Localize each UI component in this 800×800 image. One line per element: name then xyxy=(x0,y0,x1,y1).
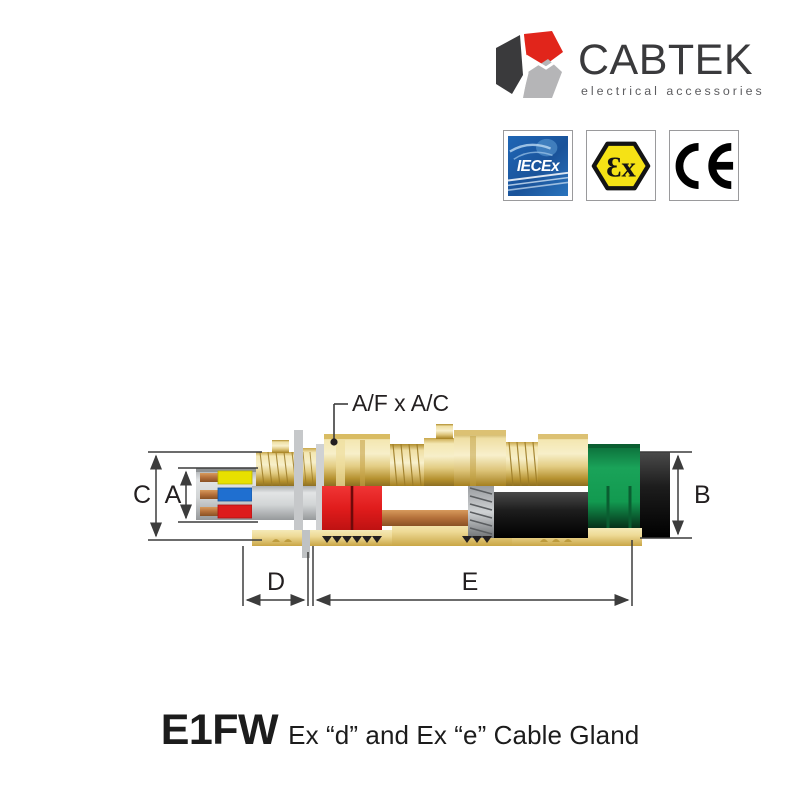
outlet-nut xyxy=(538,434,588,486)
dimension-C xyxy=(148,451,262,541)
ce-mark-icon xyxy=(675,142,734,189)
lower-detail-notches xyxy=(272,539,572,542)
atex-badge: Ɛx xyxy=(586,130,656,201)
hex-nut-second xyxy=(424,424,454,486)
dimension-annotations xyxy=(148,403,692,606)
dimension-label-B: B xyxy=(694,481,711,509)
brand-tagline: electrical accessories xyxy=(581,83,765,98)
brand-wordmark: CABTEK electrical accessories xyxy=(578,36,765,98)
iecex-badge-icon: IECEx xyxy=(508,135,568,196)
product-description: Ex “d” and Ex “e” Cable Gland xyxy=(288,720,640,750)
armour-clamp-nut xyxy=(454,430,506,486)
dimension-AF-AC-leader xyxy=(330,403,348,446)
mid-thread-section xyxy=(390,443,424,487)
iecex-badge: IECEx xyxy=(503,130,573,201)
dimension-label-A: A xyxy=(165,481,182,509)
cable-cores xyxy=(200,470,253,519)
dimension-D xyxy=(242,546,309,606)
atex-ex-hexagon-icon: Ɛx xyxy=(591,141,651,190)
svg-text:Ɛx: Ɛx xyxy=(606,151,636,183)
dimension-label-D: D xyxy=(267,568,285,596)
dimension-label-af-ac: A/F x A/C xyxy=(352,390,449,416)
brand-header: CABTEK electrical accessories xyxy=(492,26,772,108)
cross-section-cutaway xyxy=(252,486,642,558)
spacer-plate xyxy=(316,444,324,540)
washer-plate xyxy=(294,430,303,540)
svg-text:IECEx: IECEx xyxy=(517,157,561,174)
shroud xyxy=(588,444,640,540)
end-cap xyxy=(640,452,670,538)
armour-spring xyxy=(468,486,494,538)
gland-assembly-illustration xyxy=(196,424,670,558)
internal-thread-teeth xyxy=(322,536,492,543)
cabtek-cube-icon xyxy=(496,31,565,98)
dimension-A xyxy=(178,467,258,523)
dimension-E xyxy=(312,540,633,606)
outlet-thread-section xyxy=(506,441,538,487)
dimension-label-E: E xyxy=(462,568,479,596)
product-code: E1FW xyxy=(160,706,279,754)
brand-name: CABTEK xyxy=(578,36,754,85)
section-marker xyxy=(302,530,310,558)
entry-thread-section xyxy=(256,440,316,487)
hex-nut-main xyxy=(324,434,390,486)
certification-badges: IECEx Ɛx xyxy=(503,130,739,201)
dimension-label-C: C xyxy=(133,481,151,509)
dimension-B xyxy=(640,451,692,539)
product-title: E1FW Ex “d” and Ex “e” Cable Gland xyxy=(0,706,800,755)
ce-badge xyxy=(669,130,739,201)
